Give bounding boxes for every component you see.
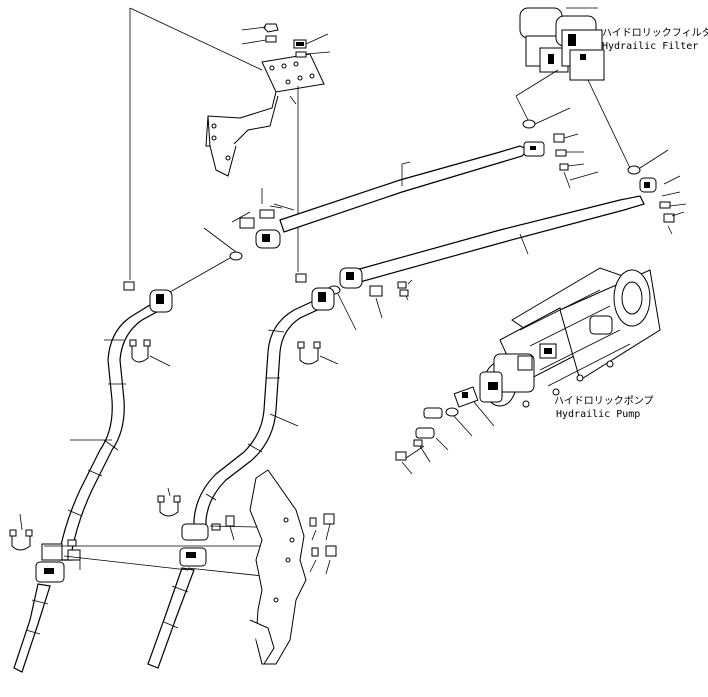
split-clamp (415, 407, 443, 439)
pump-flange (453, 386, 479, 408)
o-ring (522, 119, 536, 129)
bolt-head (559, 163, 569, 171)
nut (263, 23, 307, 58)
o-ring (445, 407, 459, 417)
hose-middle (355, 177, 657, 283)
bottom-flange-middle (179, 515, 235, 567)
clip (123, 281, 135, 291)
bolt (663, 213, 675, 223)
u-bolt (157, 495, 181, 517)
mounting-bracket (205, 53, 325, 177)
hose-bottom-middle (147, 567, 195, 669)
bolt (553, 133, 565, 143)
bolt (395, 451, 407, 461)
hydraulic-filter (519, 7, 605, 81)
washer (311, 547, 319, 557)
washer (555, 149, 567, 157)
filter-label-en: Hydrailic Filter (602, 41, 698, 52)
flange-clamp (239, 209, 281, 249)
bottom-flange-left (35, 539, 81, 583)
pipe-flange (311, 287, 335, 311)
pump-label-jp: ハイドロリックポンプ (554, 395, 654, 407)
hose-upper (279, 141, 545, 233)
u-bolt (9, 529, 33, 551)
hose-bottom-left (13, 583, 51, 673)
pipe-left (59, 299, 165, 561)
hydraulic-pump (479, 267, 661, 408)
nut (323, 513, 335, 525)
clip (295, 273, 307, 283)
pump-label-en: Hydrailic Pump (556, 409, 640, 420)
filter-label-jp: ハイドロリックフィルタ (602, 27, 708, 39)
o-ring (229, 251, 243, 261)
washer (309, 517, 317, 527)
o-ring (627, 165, 641, 175)
washer (413, 439, 423, 447)
u-bolt (129, 339, 151, 363)
washer (659, 201, 671, 209)
support-plate (249, 469, 307, 665)
u-bolt (297, 341, 321, 365)
flange-clamp (339, 267, 409, 297)
pipe-flange (149, 289, 173, 313)
nut (325, 545, 337, 557)
